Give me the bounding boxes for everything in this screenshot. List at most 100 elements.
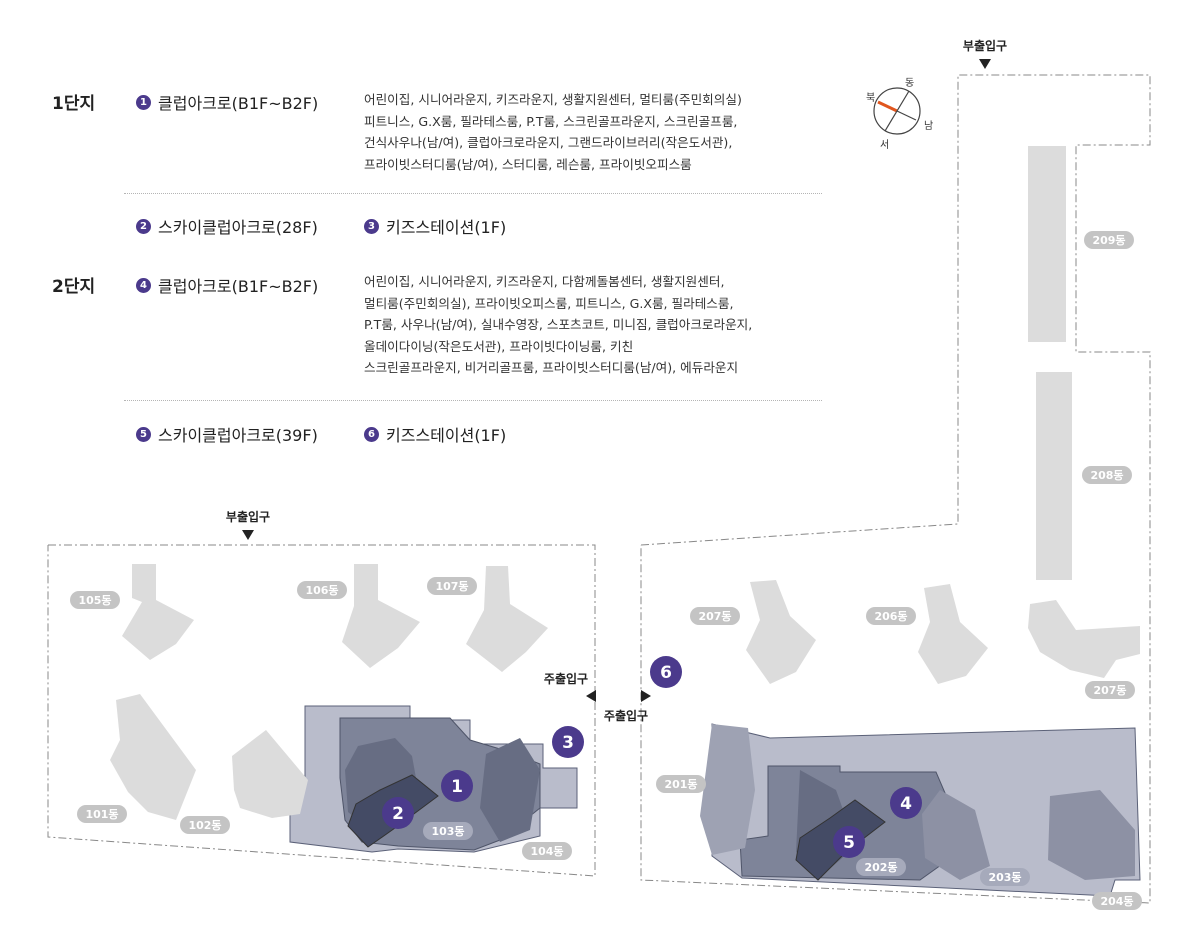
facility-markers: 1 2 3 4 5 6 (382, 656, 922, 858)
complex-2-title: 2단지 (52, 277, 96, 297)
building-label-206: 206동 (874, 610, 907, 623)
entrances: 부출입구 부출입구 주출입구 주출입구 (226, 38, 1007, 723)
building-label-203: 203동 (988, 871, 1021, 884)
entrance-arrow-icon (641, 690, 651, 702)
building-102 (232, 730, 308, 818)
building-label-104: 104동 (530, 845, 563, 858)
divider (124, 400, 822, 401)
facility-2-heading: 2 스카이클럽아크로(28F) (136, 214, 318, 238)
facility-4-name: 클럽아크로(B1F~B2F) (158, 277, 319, 296)
building-label-bg (1082, 466, 1132, 484)
building-label-bg (1085, 681, 1135, 699)
complex-1-title: 1단지 (52, 94, 96, 114)
sub-entrance-label: 부출입구 (963, 38, 1007, 53)
facility-1-detail-line: 피트니스, G.X룸, 필라테스룸, P.T룸, 스크린골프라운지, 스크린골프… (364, 113, 738, 129)
site-boundaries (47, 74, 1151, 904)
building-label-bg (1084, 231, 1134, 249)
facility-5-name: 스카이클럽아크로(39F) (158, 426, 318, 445)
building-label-bg (656, 775, 706, 793)
building-label-bg (856, 858, 906, 876)
tower-204 (1048, 790, 1135, 880)
facility-3-number: 3 (364, 218, 379, 234)
building-label-205: 207동 (698, 610, 731, 623)
compass-south-label: 남 (924, 120, 933, 132)
facility-4-detail-line: 멀티룸(주민회의실), 프라이빗오피스룸, 피트니스, G.X룸, 필라테스룸, (364, 295, 734, 311)
building-labels: 105동 106동 107동 101동 102동 103동 104동 207동 … (70, 231, 1142, 910)
main-entrance-label: 주출입구 (544, 671, 588, 686)
main-entrance-label: 주출입구 (604, 708, 648, 723)
marker-6-circle (650, 656, 682, 688)
facility-5-heading: 5 스카이클럽아크로(39F) (136, 422, 318, 446)
marker-2-label: 2 (392, 804, 404, 824)
building-106 (342, 564, 420, 668)
building-label-102: 102동 (188, 819, 221, 832)
building-label-bg (427, 577, 477, 595)
building-label-bg (180, 816, 230, 834)
building-label-bg (70, 591, 120, 609)
building-209 (1028, 146, 1066, 342)
building-label-101: 101동 (85, 808, 118, 821)
marker-5-circle (833, 826, 865, 858)
facility-4-details: 어린이집, 시니어라운지, 키즈라운지, 다함께돌봄센터, 생활지원센터, 멀티… (364, 271, 752, 379)
compass-north-label: 북 (866, 92, 875, 104)
building-label-107: 107동 (435, 580, 468, 593)
marker-4-circle (890, 787, 922, 819)
building-105 (122, 564, 194, 660)
building-label-106: 106동 (305, 584, 338, 597)
facility-1-heading: 1 클럽아크로(B1F~B2F) (136, 90, 318, 114)
building-label-bg (690, 607, 740, 625)
facility-4-detail-line: 스크린골프라운지, 비거리골프룸, 프라이빗스터디룸(남/여), 에듀라운지 (364, 360, 739, 375)
building-101 (110, 694, 196, 820)
facility-1-detail-line: 어린이집, 시니어라운지, 키즈라운지, 생활지원센터, 멀티룸(주민회의실) (364, 92, 742, 107)
compass-south-line (896, 110, 917, 121)
building-206 (918, 584, 988, 684)
facility-4-detail-line: P.T룸, 사우나(남/여), 실내수영장, 스포츠코트, 미니짐, 클럽아크로… (364, 317, 753, 332)
building-208 (1036, 372, 1072, 580)
compass-north-needle (877, 100, 898, 113)
marker-4-label: 4 (900, 794, 912, 814)
facility-4-detail-line: 올데이다이닝(작은도서관), 프라이빗다이닝룸, 키친 (364, 338, 634, 354)
facility-2-name: 스카이클럽아크로(28F) (158, 218, 318, 237)
building-205 (746, 580, 816, 684)
tower-203 (922, 790, 990, 880)
facility-4-detail-line: 어린이집, 시니어라운지, 키즈라운지, 다함께돌봄센터, 생활지원센터, (364, 274, 725, 289)
marker-3-circle (552, 726, 584, 758)
facility-4-heading: 4 클럽아크로(B1F~B2F) (136, 273, 318, 297)
facility-4-number: 4 (136, 277, 151, 293)
facility-3-heading: 3 키즈스테이션(1F) (364, 214, 506, 238)
facility-3-name: 키즈스테이션(1F) (386, 218, 507, 237)
complex-1-boundary (47, 544, 596, 877)
building-label-bg (980, 868, 1030, 886)
facility-5-number: 5 (136, 426, 151, 442)
building-label-bg (423, 822, 473, 840)
marker-6-label: 6 (660, 663, 672, 683)
residential-buildings (110, 146, 1140, 820)
sub-entrance-label: 부출입구 (226, 509, 270, 524)
marker-1-circle (441, 770, 473, 802)
marker-3-label: 3 (562, 733, 574, 753)
building-label-bg (297, 581, 347, 599)
compass-east-label: 동 (905, 77, 914, 89)
compass: 북 동 남 서 (866, 77, 933, 151)
facility-2-number: 2 (136, 218, 151, 234)
facility-6-heading: 6 키즈스테이션(1F) (364, 422, 506, 446)
building-label-bg (522, 842, 572, 860)
tower-104 (480, 738, 540, 842)
building-label-204: 204동 (1100, 895, 1133, 908)
building-label-202: 202동 (864, 861, 897, 874)
compass-west-label: 서 (880, 139, 889, 151)
building-207 (1028, 600, 1140, 678)
facility-1-details: 어린이집, 시니어라운지, 키즈라운지, 생활지원센터, 멀티룸(주민회의실) … (364, 89, 742, 175)
building-label-207: 207동 (1093, 684, 1126, 697)
tower-201 (700, 724, 755, 855)
building-label-bg (77, 805, 127, 823)
facility-1-number: 1 (136, 94, 151, 110)
facility-1-name: 클럽아크로(B1F~B2F) (158, 94, 319, 113)
facility-6-number: 6 (364, 426, 379, 442)
building-label-bg (866, 607, 916, 625)
entrance-arrow-icon (979, 59, 991, 69)
facility-1-detail-line: 프라이빗스터디룸(남/여), 스터디룸, 레슨룸, 프라이빗오피스룸 (364, 156, 692, 172)
building-label-103: 103동 (431, 825, 464, 838)
building-label-201: 201동 (664, 778, 697, 791)
